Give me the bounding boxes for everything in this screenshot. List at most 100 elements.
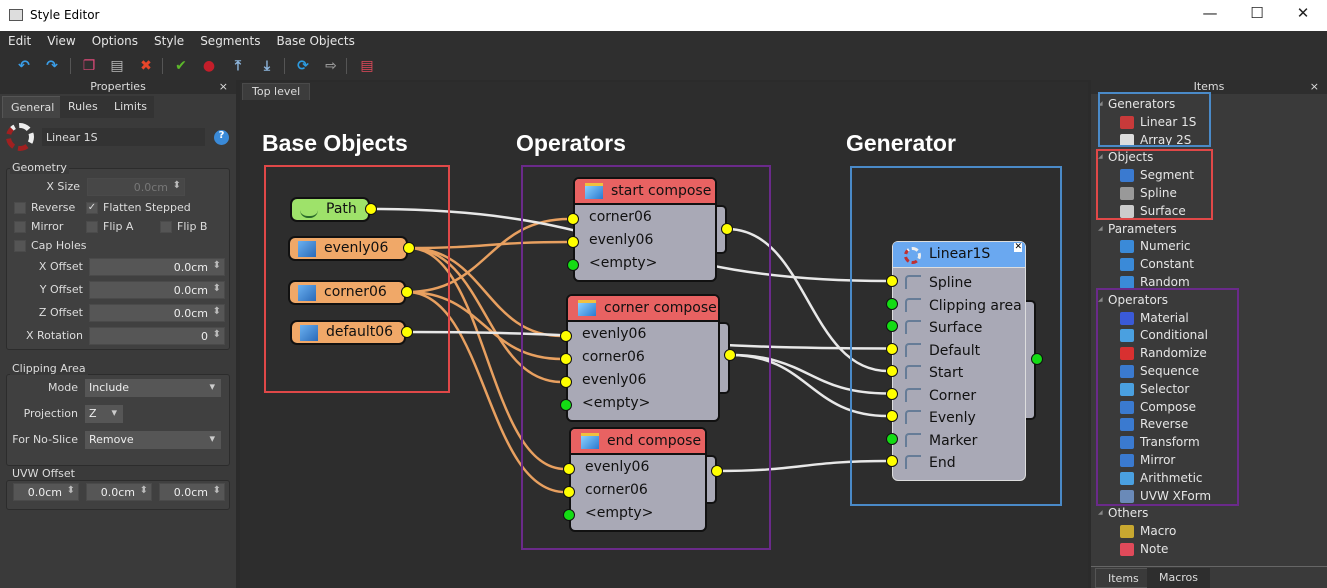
field-x-rotation[interactable]: 0	[89, 327, 225, 345]
x-size-field[interactable]: 0.0cm	[87, 178, 185, 196]
delete-icon[interactable]: ✖	[140, 58, 152, 74]
tree-item-spline[interactable]: Spline	[1120, 186, 1177, 200]
checkbox-mirror[interactable]	[14, 221, 26, 233]
tree-item-randomize[interactable]: Randomize	[1120, 346, 1207, 361]
tree-item-compose[interactable]: Compose	[1120, 400, 1196, 414]
menu-style[interactable]: Style	[154, 34, 185, 48]
tree-item-random[interactable]: Random	[1120, 275, 1190, 289]
uvw-u-field[interactable]: 0.0cm	[13, 483, 79, 501]
tree-item-conditional[interactable]: Conditional	[1120, 328, 1208, 343]
menu-segments[interactable]: Segments	[200, 34, 261, 48]
redo-icon[interactable]: ↷	[46, 58, 58, 74]
close-icon[interactable]: ×	[1309, 80, 1319, 93]
menu-view[interactable]: View	[47, 34, 76, 48]
field-y-offset[interactable]: 0.0cm	[89, 281, 225, 299]
tab-macros[interactable]: Macros	[1147, 568, 1211, 588]
field-x-offset[interactable]: 0.0cm	[89, 258, 225, 276]
input-pin[interactable]	[560, 353, 572, 365]
tree-category-others[interactable]: Others	[1098, 506, 1148, 520]
object-node-default06[interactable]: default06	[290, 320, 406, 345]
input-pin[interactable]	[567, 259, 579, 271]
tree-item-transform[interactable]: Transform	[1120, 435, 1200, 450]
checkbox-flatten-stepped[interactable]: ✓	[86, 202, 98, 214]
input-pin[interactable]	[567, 236, 579, 248]
object-node-evenly06[interactable]: evenly06	[288, 236, 408, 261]
tree-item-mirror[interactable]: Mirror	[1120, 453, 1175, 467]
output-pin[interactable]	[724, 349, 736, 361]
close-icon[interactable]: ×	[218, 80, 228, 93]
copy-icon[interactable]: ❐	[82, 58, 96, 74]
input-pin[interactable]	[886, 455, 898, 467]
tree-category-objects[interactable]: Objects	[1098, 150, 1153, 164]
output-pin[interactable]	[401, 286, 413, 298]
tree-item-segment[interactable]: Segment	[1120, 168, 1194, 183]
menu-edit[interactable]: Edit	[8, 34, 32, 48]
field-z-offset[interactable]: 0.0cm	[89, 304, 225, 322]
refresh-icon[interactable]: ⟳	[297, 58, 309, 74]
input-pin[interactable]	[560, 399, 572, 411]
minimize-button[interactable]: —	[1202, 4, 1218, 22]
object-node-path[interactable]: Path	[290, 197, 370, 222]
input-pin[interactable]	[560, 330, 572, 342]
undo-icon[interactable]: ↶	[18, 58, 30, 74]
input-pin[interactable]	[886, 432, 898, 445]
input-pin[interactable]	[886, 275, 898, 287]
input-pin[interactable]	[886, 320, 898, 332]
uvw-w-field[interactable]: 0.0cm	[159, 483, 225, 501]
export-icon[interactable]: ⇨	[325, 58, 337, 74]
output-pin[interactable]	[365, 203, 377, 215]
menu-base-objects[interactable]: Base Objects	[276, 34, 355, 48]
tree-item-surface[interactable]: Surface	[1120, 204, 1186, 218]
tree-item-reverse[interactable]: Reverse	[1120, 417, 1188, 432]
check-icon[interactable]: ✔	[175, 58, 187, 74]
input-pin[interactable]	[560, 376, 572, 388]
close-button[interactable]: ✕	[1296, 4, 1310, 22]
tab-top-level[interactable]: Top level	[242, 83, 311, 100]
input-pin[interactable]	[563, 509, 575, 521]
tree-item-constant[interactable]: Constant	[1120, 257, 1194, 272]
tree-item-macro[interactable]: Macro	[1120, 524, 1176, 539]
name-field[interactable]: Linear 1S	[42, 128, 205, 146]
paste-icon[interactable]: ▤	[110, 58, 124, 74]
tree-item-array-2s[interactable]: Array 2S	[1120, 133, 1191, 147]
input-pin[interactable]	[886, 387, 898, 400]
input-pin[interactable]	[886, 365, 898, 377]
output-pin[interactable]	[401, 326, 413, 338]
tree-item-selector[interactable]: Selector	[1120, 382, 1189, 396]
tree-item-note[interactable]: Note	[1120, 542, 1168, 556]
tree-category-generators[interactable]: Generators	[1098, 97, 1175, 111]
note-icon[interactable]: ▤	[360, 58, 374, 74]
uvw-v-field[interactable]: 0.0cm	[86, 483, 152, 501]
maximize-button[interactable]: ☐	[1250, 4, 1264, 22]
noslice-select[interactable]: Remove	[85, 431, 221, 449]
checkbox-reverse[interactable]	[14, 202, 26, 214]
close-icon[interactable]: ✕	[1014, 242, 1022, 252]
input-pin[interactable]	[567, 213, 579, 225]
tab-limits[interactable]: Limits	[106, 96, 154, 118]
object-node-corner06[interactable]: corner06	[288, 280, 406, 305]
checkbox-flip-a[interactable]	[86, 221, 98, 233]
mode-select[interactable]: Include	[85, 379, 221, 397]
output-pin[interactable]	[711, 465, 723, 477]
help-icon[interactable]: ?	[214, 130, 229, 145]
tree-item-uvw-xform[interactable]: UVW XForm	[1120, 489, 1211, 503]
input-pin[interactable]	[886, 342, 898, 355]
input-pin[interactable]	[886, 410, 898, 422]
input-pin[interactable]	[563, 486, 575, 498]
tree-category-operators[interactable]: Operators	[1098, 293, 1168, 307]
tab-rules[interactable]: Rules	[60, 96, 106, 118]
move-top-icon[interactable]: ⤒	[234, 58, 242, 74]
output-pin[interactable]	[403, 242, 415, 254]
tab-general[interactable]: General	[2, 96, 64, 118]
tree-category-parameters[interactable]: Parameters	[1098, 222, 1177, 236]
tree-item-material[interactable]: Material	[1120, 311, 1189, 325]
menu-options[interactable]: Options	[91, 34, 139, 48]
input-pin[interactable]	[563, 463, 575, 475]
checkbox-cap-holes[interactable]	[14, 240, 26, 252]
projection-select[interactable]: Z	[85, 405, 123, 423]
tree-item-sequence[interactable]: Sequence	[1120, 364, 1199, 378]
move-bottom-icon[interactable]: ⤓	[263, 58, 271, 74]
